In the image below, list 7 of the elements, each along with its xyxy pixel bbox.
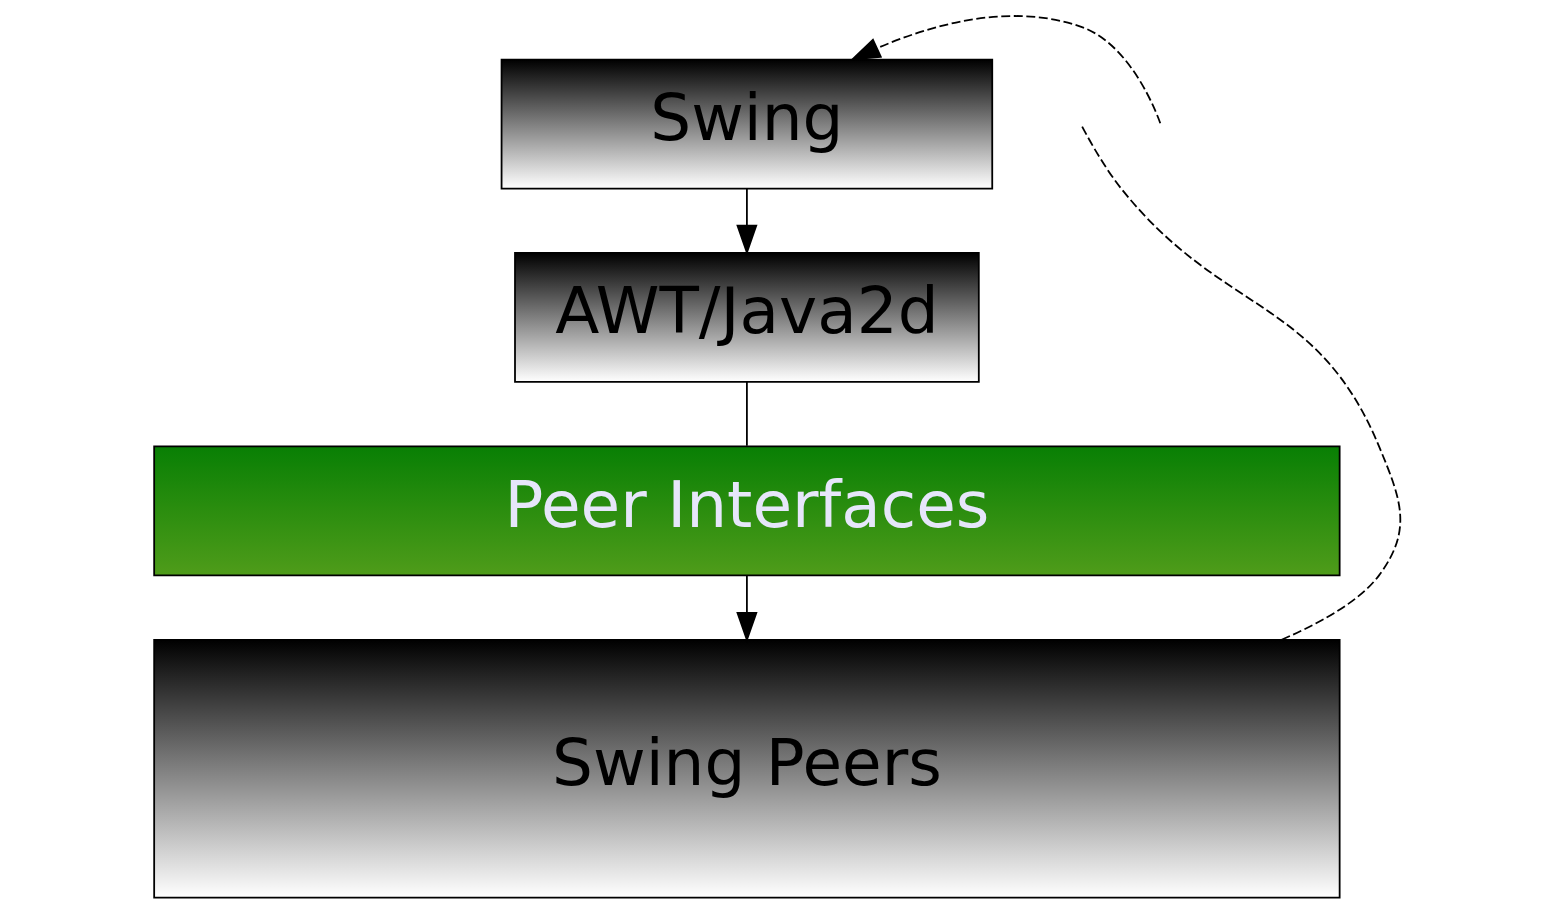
- node-box: Swing: [500, 58, 993, 190]
- connector: [1080, 125, 1401, 641]
- connector: [745, 381, 748, 447]
- arrow: [849, 15, 1161, 125]
- node-box: Peer Interfaces: [152, 445, 1341, 577]
- node-box: AWT/Java2d: [513, 252, 980, 383]
- node-box: Swing Peers: [152, 638, 1341, 899]
